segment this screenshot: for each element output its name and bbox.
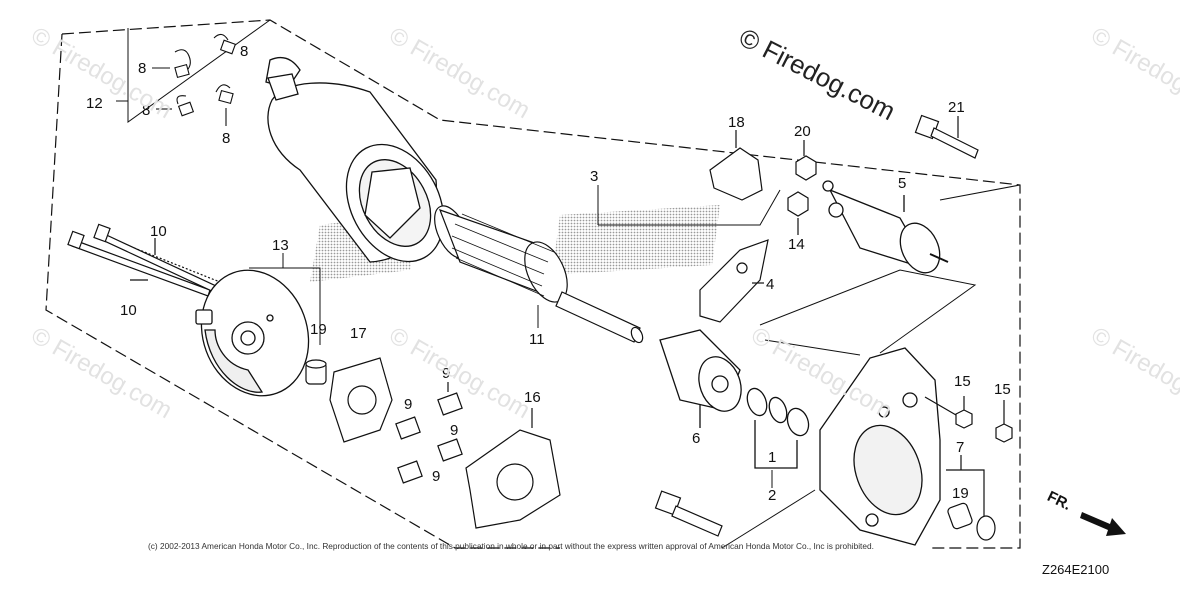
nuts-15 [924,396,1013,443]
solenoid-switch [822,180,949,274]
callout-10a: 10 [150,223,167,240]
callout-8d: 8 [222,130,230,147]
callout-8a: 8 [138,60,146,77]
callout-18: 18 [728,114,745,131]
callout-3: 3 [590,168,598,185]
callout-9b: 9 [404,396,412,413]
copyright-notice: (c) 2002-2013 American Honda Motor Co., … [148,541,874,551]
brush-holder-16 [465,408,561,529]
shift-lever [699,239,769,323]
callout-6: 6 [692,430,700,447]
callout-17: 17 [350,325,367,342]
housing-link-lines [721,184,1021,549]
through-bolts [67,223,221,297]
callout-15a: 15 [954,373,971,390]
callout-4: 4 [766,276,774,293]
callout-8b: 8 [240,43,248,60]
callouts: 3 4 5 6 7 8 8 8 8 9 9 9 9 10 10 11 12 13… [86,43,1011,504]
callout-5: 5 [898,175,906,192]
carbon-brushes [152,33,237,126]
callout-7: 7 [956,439,964,456]
callout-13: 13 [272,237,289,254]
callout-16: 16 [524,389,541,406]
callout-12: 12 [86,95,103,112]
springs [395,382,463,484]
callout-9c: 9 [450,422,458,439]
assembly-boundary [45,19,1021,549]
yoke-housing [265,56,445,263]
front-housing [819,347,941,546]
callout-9a: 9 [442,365,450,382]
armature-leaders [537,185,781,328]
callout-19b: 19 [952,485,969,502]
brush-plate-17 [329,357,393,443]
armature [434,205,644,344]
callout-11: 11 [529,331,545,348]
callout-15b: 15 [994,381,1011,398]
washers [746,387,810,469]
bolt-front [654,490,723,537]
brush-group-bracket [116,19,271,123]
front-arrow-icon [1080,512,1126,536]
nuts [787,140,817,235]
diagram-code: Z264E2100 [1042,562,1110,577]
lever-holder-18 [709,130,763,201]
callout-19a: 19 [310,321,327,338]
callout-1: 1 [768,449,776,466]
pinion-assembly [659,329,742,428]
callout-10b: 10 [120,302,137,319]
callout-9d: 9 [432,468,440,485]
front-bushing-group [946,455,996,541]
callout-8c: 8 [142,102,150,119]
callout-20: 20 [794,123,811,140]
callout-21: 21 [948,99,965,116]
rear-cover [195,253,321,397]
bushing-rear [305,359,327,385]
bolt-21 [914,114,979,159]
callout-14: 14 [788,236,805,253]
callout-2: 2 [768,487,776,504]
